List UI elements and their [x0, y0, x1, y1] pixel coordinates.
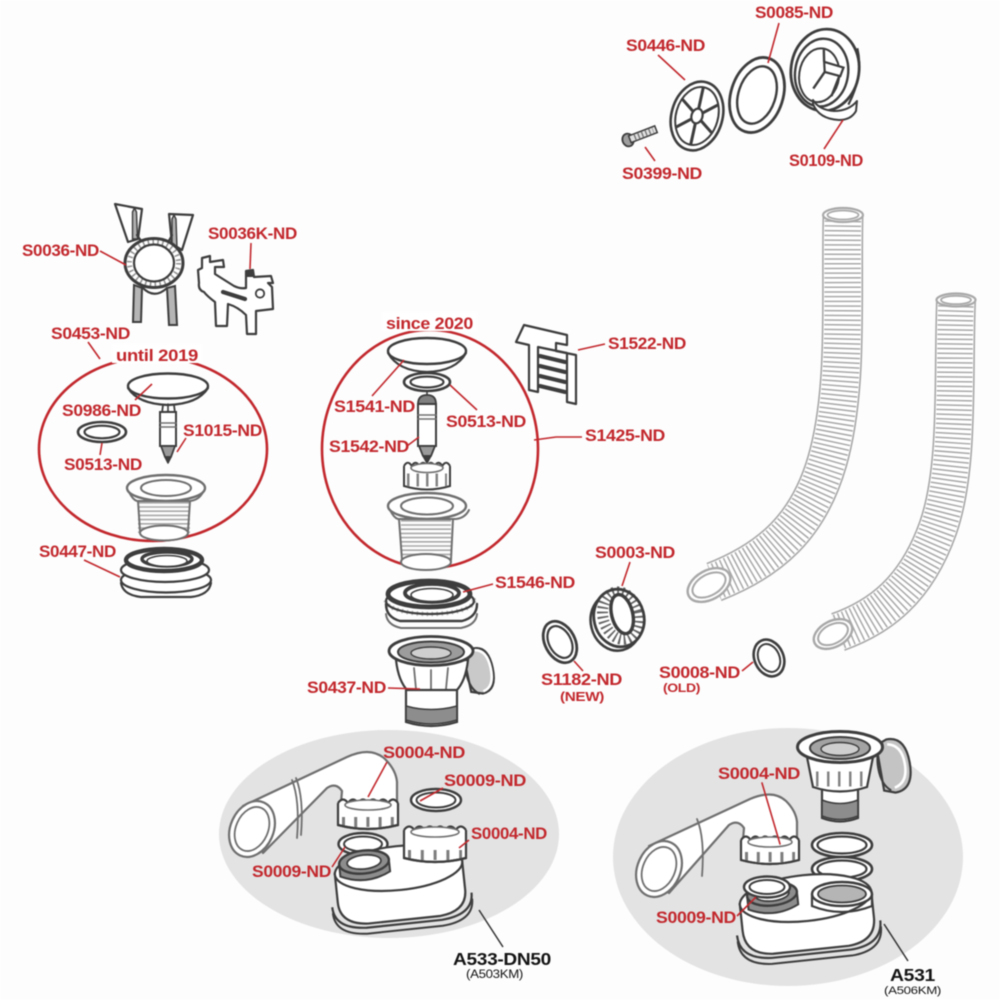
- svg-text:S0009-ND: S0009-ND: [252, 863, 331, 881]
- svg-text:S1182-ND: S1182-ND: [541, 671, 622, 689]
- svg-text:S0009-ND: S0009-ND: [656, 909, 736, 927]
- svg-text:S0008-ND: S0008-ND: [659, 664, 740, 682]
- svg-text:S0513-ND: S0513-ND: [64, 456, 142, 474]
- svg-text:S0446-ND: S0446-ND: [626, 37, 705, 55]
- svg-text:until 2019: until 2019: [116, 346, 198, 365]
- svg-text:(A506KM): (A506KM): [884, 985, 941, 997]
- svg-text:S1542-ND: S1542-ND: [329, 438, 409, 456]
- svg-text:S0986-ND: S0986-ND: [62, 402, 141, 420]
- svg-text:S1425-ND: S1425-ND: [585, 427, 665, 445]
- svg-text:(OLD): (OLD): [663, 681, 700, 695]
- svg-text:S0447-ND: S0447-ND: [39, 543, 116, 561]
- svg-text:S0109-ND: S0109-ND: [789, 152, 863, 170]
- svg-text:S0036-ND: S0036-ND: [22, 242, 99, 260]
- svg-text:S0437-ND: S0437-ND: [307, 679, 386, 697]
- svg-text:A533-DN50: A533-DN50: [453, 949, 552, 969]
- svg-text:S1522-ND: S1522-ND: [608, 335, 686, 353]
- svg-text:S1015-ND: S1015-ND: [183, 422, 262, 440]
- svg-text:A531: A531: [890, 965, 936, 985]
- svg-text:since 2020: since 2020: [386, 314, 473, 333]
- svg-text:S0004-ND: S0004-ND: [471, 825, 547, 843]
- svg-text:S0453-ND: S0453-ND: [51, 325, 130, 343]
- svg-text:S0004-ND: S0004-ND: [383, 744, 465, 762]
- svg-text:S0036K-ND: S0036K-ND: [208, 225, 297, 243]
- svg-text:S0009-ND: S0009-ND: [444, 772, 526, 790]
- svg-text:S0399-ND: S0399-ND: [622, 165, 702, 183]
- svg-text:S1546-ND: S1546-ND: [495, 574, 575, 592]
- svg-text:S0085-ND: S0085-ND: [755, 4, 833, 22]
- svg-text:(NEW): (NEW): [560, 689, 604, 704]
- svg-text:S0513-ND: S0513-ND: [446, 413, 526, 431]
- svg-text:(A503KM): (A503KM): [466, 969, 524, 981]
- svg-text:S1541-ND: S1541-ND: [334, 398, 415, 416]
- svg-text:S0003-ND: S0003-ND: [595, 544, 675, 562]
- svg-text:S0004-ND: S0004-ND: [718, 765, 800, 783]
